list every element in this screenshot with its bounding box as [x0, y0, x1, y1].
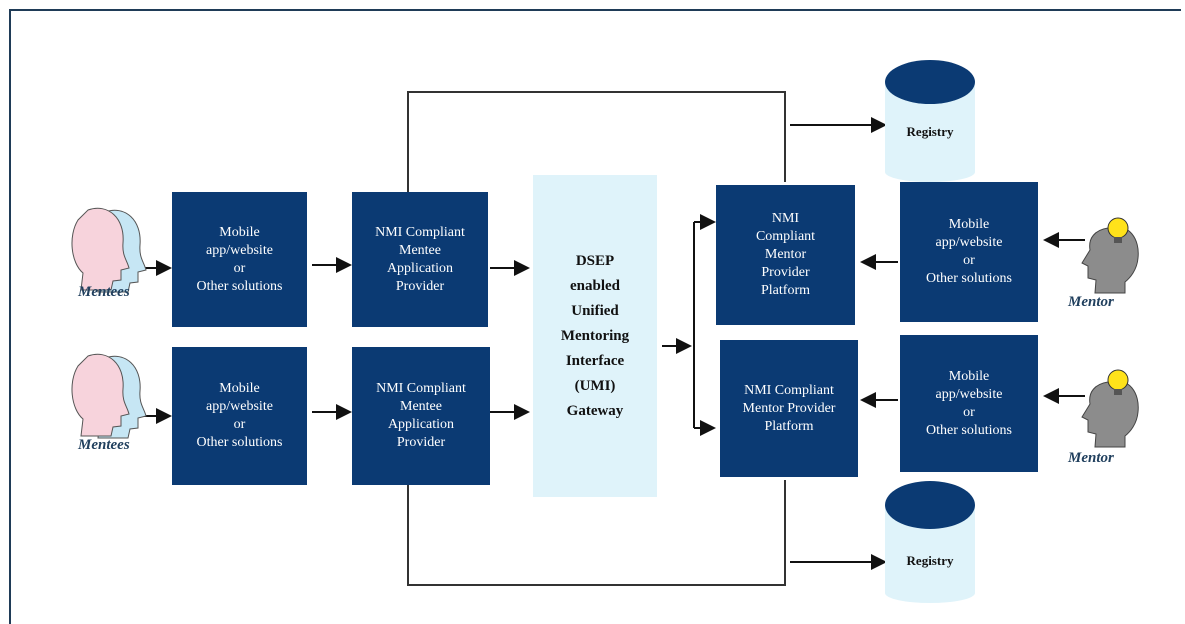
registry-loop-line-bottom — [407, 480, 786, 586]
mentee-heads-icon — [71, 353, 147, 439]
mentor-platform-box: NMI Compliant Mentor Provider Platform — [716, 185, 855, 325]
mentee-provider-box: NMI Compliant Mentee Application Provide… — [352, 347, 490, 485]
mentee-app-box: Mobile app/website or Other solutions — [172, 347, 307, 485]
diagram-frame — [9, 9, 1181, 624]
mentee-provider-box: NMI Compliant Mentee Application Provide… — [352, 192, 488, 327]
mentor-head-bulb-icon — [1081, 217, 1139, 294]
mentee-app-box: Mobile app/website or Other solutions — [172, 192, 307, 327]
mentee-heads-icon — [71, 207, 147, 293]
mentor-label: Mentor — [1068, 450, 1114, 466]
registry-label: Registry — [906, 124, 954, 139]
registry-cylinder-top — [885, 60, 975, 182]
registry-loop-line — [407, 91, 786, 192]
mentor-label: Mentor — [1068, 294, 1114, 310]
mentor-head-bulb-icon — [1081, 369, 1139, 448]
mentor-app-box: Mobile app/website or Other solutions — [900, 335, 1038, 472]
mentor-platform-box: NMI Compliant Mentor Provider Platform — [720, 340, 858, 477]
registry-label: Registry — [906, 553, 954, 568]
mentee-label: Mentees — [78, 437, 130, 453]
registry-cylinder-bottom — [885, 481, 975, 603]
mentor-app-box: Mobile app/website or Other solutions — [900, 182, 1038, 322]
umi-gateway: DSEP enabled Unified Mentoring Interface… — [533, 175, 657, 497]
mentee-label: Mentees — [78, 284, 130, 300]
